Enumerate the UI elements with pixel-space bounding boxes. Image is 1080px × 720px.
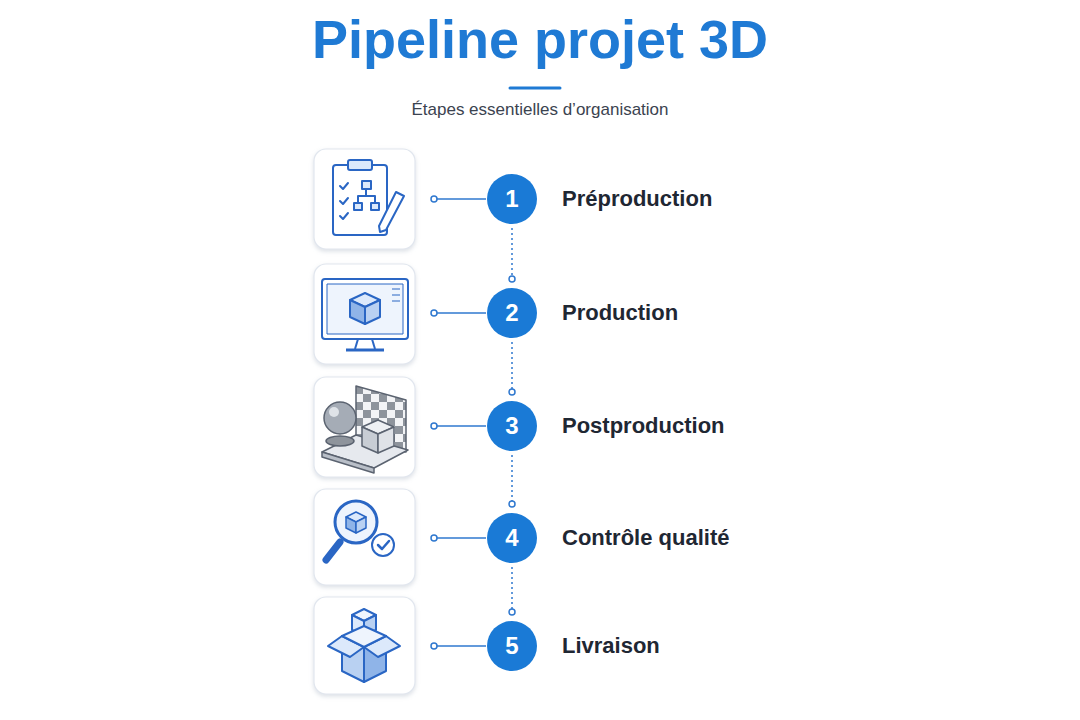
diagram-title: Pipeline projet 3D	[0, 8, 1080, 70]
clipboard-icon	[333, 160, 404, 235]
step-number: 2	[487, 288, 537, 338]
dotted-connector	[509, 228, 515, 282]
dotted-connector	[509, 342, 515, 395]
step-circle: 5Livraison	[487, 621, 537, 671]
step-name: Postproduction	[562, 401, 725, 451]
dotted-connector	[509, 455, 515, 507]
step-circle: 2Production	[487, 288, 537, 338]
step-name: Livraison	[562, 621, 660, 671]
step-name: Contrôle qualité	[562, 513, 729, 563]
step-circle: 3Postproduction	[487, 401, 537, 451]
step-circle: 1Préproduction	[487, 174, 537, 224]
magnifier-icon	[326, 501, 394, 560]
title-underline	[510, 87, 560, 90]
leader-lines	[431, 196, 486, 649]
dotted-connector	[509, 567, 515, 615]
icon-boxes	[314, 149, 415, 694]
step-number: 4	[487, 513, 537, 563]
step-name: Préproduction	[562, 174, 712, 224]
open-box-icon	[328, 609, 400, 682]
step-circle: 4Contrôle qualité	[487, 513, 537, 563]
step-number: 5	[487, 621, 537, 671]
step-number: 1	[487, 174, 537, 224]
monitor-icon	[322, 279, 408, 350]
step-name: Production	[562, 288, 678, 338]
scene-icon	[322, 386, 408, 473]
subtitle-label: Étapes essentielles d’organisation	[0, 100, 1080, 120]
step-number: 3	[487, 401, 537, 451]
